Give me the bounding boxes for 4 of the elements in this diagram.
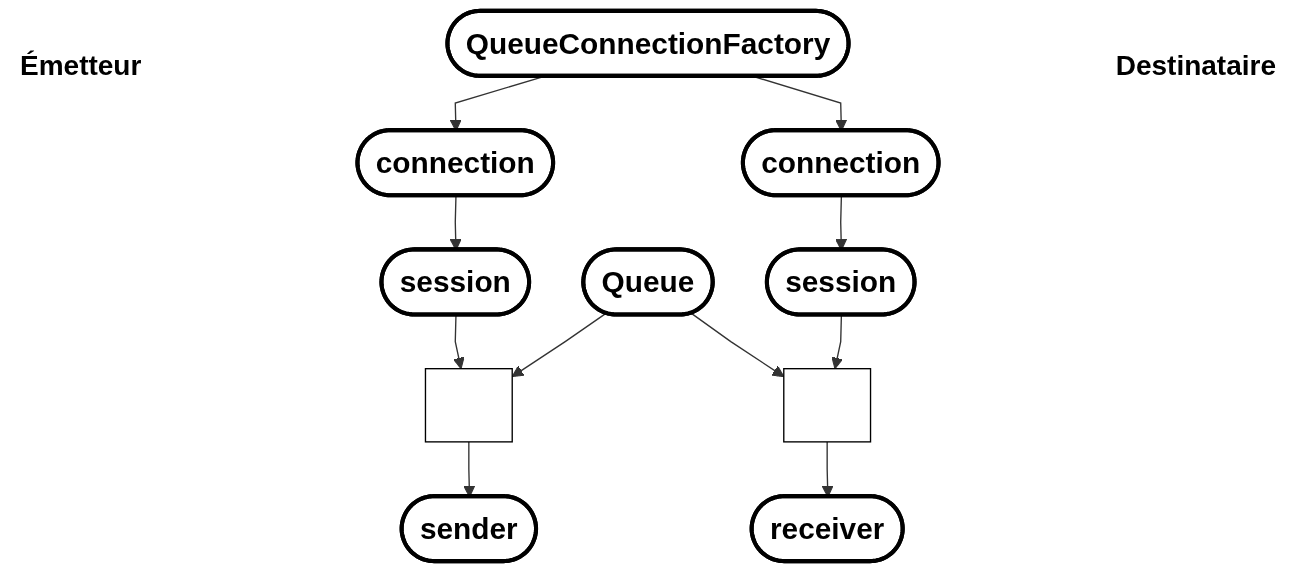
node-box: [424, 368, 513, 443]
side-heading: Émetteur: [20, 50, 142, 82]
side-heading: Destinataire: [1115, 50, 1276, 82]
node-box: [783, 368, 872, 443]
